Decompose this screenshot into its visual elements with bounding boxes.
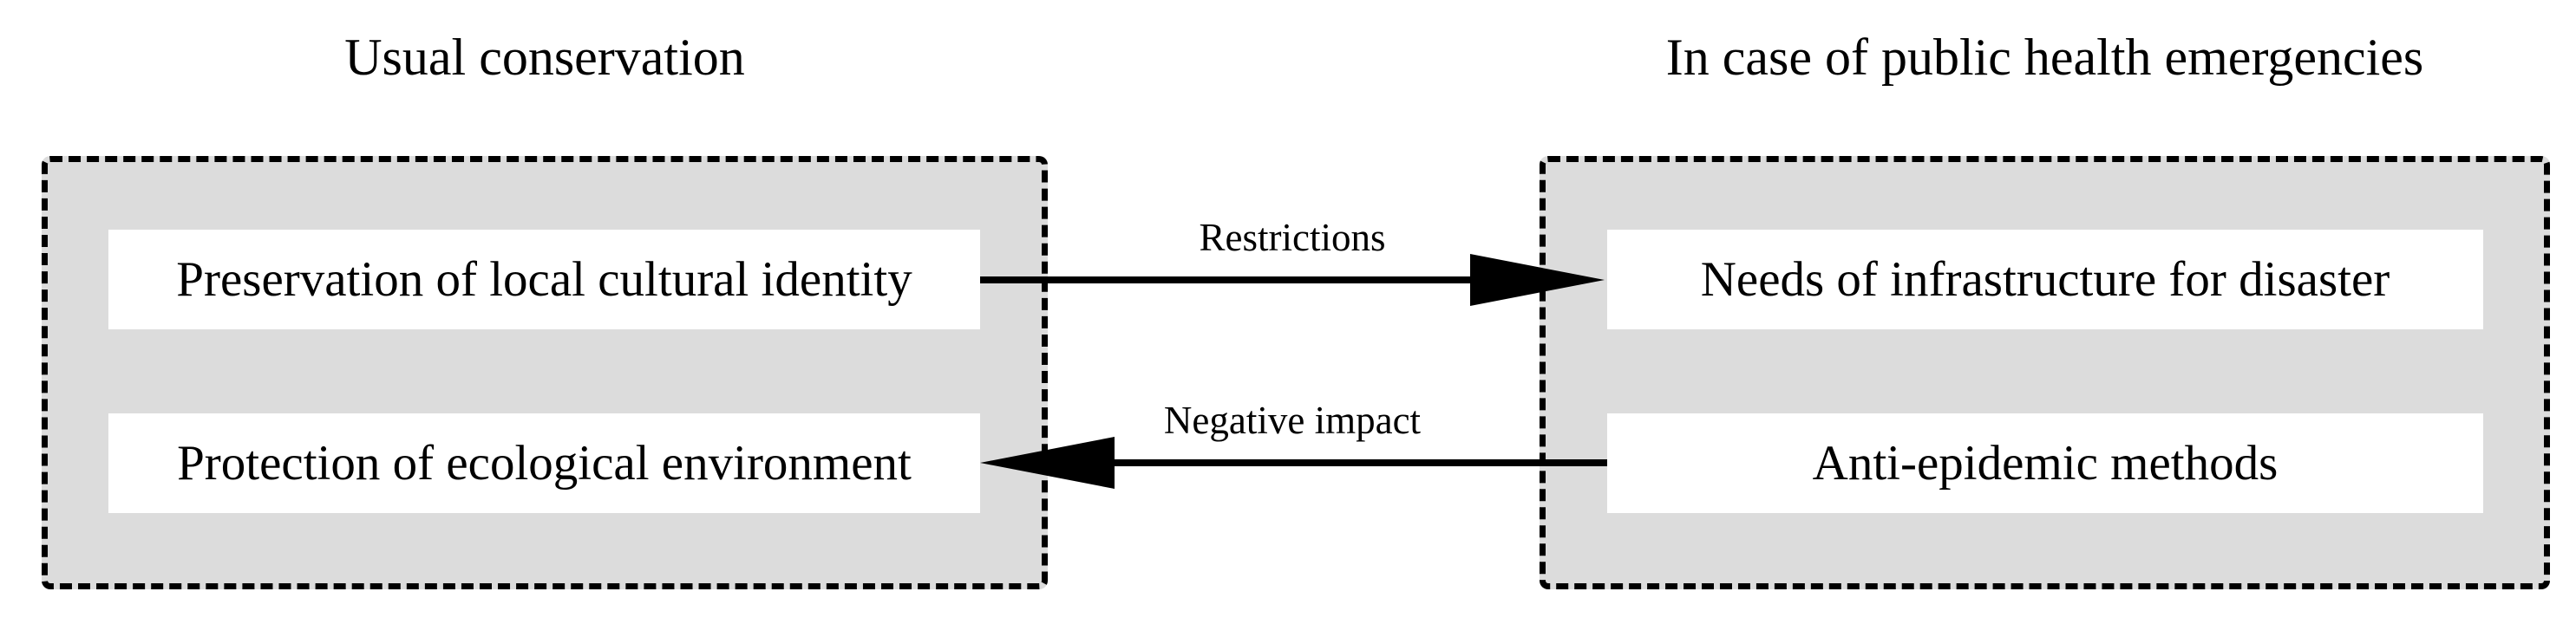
node-ecological-environment: Protection of ecological environment: [108, 413, 980, 513]
usual-conservation-group: [42, 156, 1048, 589]
usual-conservation-heading: Usual conservation: [344, 29, 745, 86]
node-cultural-identity: Preservation of local cultural identity: [108, 230, 980, 329]
node-anti-epidemic-methods: Anti-epidemic methods: [1607, 413, 2483, 513]
emergencies-group: [1540, 156, 2550, 589]
restrictions-arrowhead: [1470, 254, 1605, 306]
emergencies-heading: In case of public health emergencies: [1665, 29, 2424, 86]
negative-impact-arrow: [980, 437, 1607, 489]
restrictions-label: Restrictions: [1199, 216, 1386, 259]
negative-impact-label: Negative impact: [1163, 399, 1422, 442]
restrictions-arrow: [980, 254, 1605, 306]
negative-impact-arrowhead: [980, 437, 1115, 489]
node-infrastructure-needs: Needs of infrastructure for disaster: [1607, 230, 2483, 329]
